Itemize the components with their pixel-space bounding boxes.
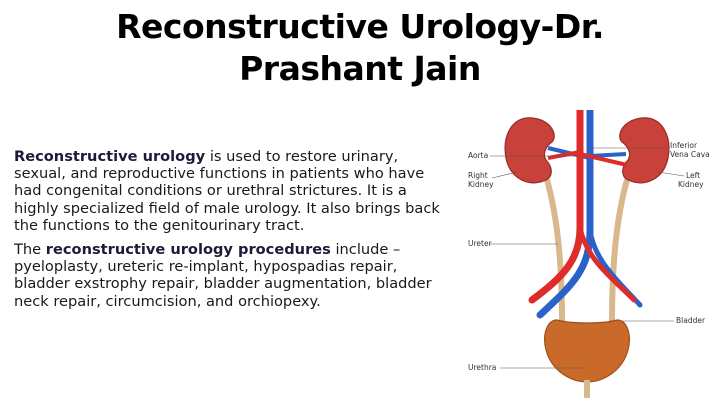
left-renal-artery	[579, 152, 628, 167]
body-text: Reconstructive urology is used to restor…	[14, 148, 454, 317]
left-kidney-leader	[657, 171, 685, 177]
paragraph-1: Reconstructive urology is used to restor…	[14, 148, 454, 234]
label-bladder: Bladder	[676, 316, 706, 325]
paragraph-2-lead: The	[14, 241, 46, 259]
page-title: Reconstructive Urology-Dr. Prashant Jain	[0, 6, 720, 90]
bladder	[544, 319, 630, 383]
paragraph-1-bold: Reconstructive urology	[14, 148, 206, 165]
label-ivc-1: Inferior	[670, 141, 698, 150]
right-kidney	[504, 117, 555, 184]
paragraph-2-text: include – pyeloplasty, ureteric re-impla…	[14, 241, 432, 310]
left-ureter	[609, 167, 633, 325]
label-ureter: Ureter	[468, 239, 493, 248]
label-right-kidney-2: Kidney	[468, 180, 494, 189]
label-left-kidney-2: Kidney	[678, 180, 704, 189]
paragraph-2-bold: reconstructive urology procedures	[45, 241, 331, 259]
label-right-kidney-1: Right	[468, 171, 488, 180]
paragraph-1-text: is used to restore urinary, sexual, and …	[14, 148, 440, 234]
urinary-system-illustration: Aorta Right Kidney Ureter Urethra Inferi…	[462, 110, 712, 400]
right-ureter	[541, 167, 565, 325]
label-ivc-2: Vena Cava	[670, 150, 710, 159]
right-kidney-leader	[491, 171, 518, 179]
urinary-system-svg: Aorta Right Kidney Ureter Urethra Inferi…	[468, 110, 710, 398]
urethra	[584, 380, 590, 398]
right-renal-artery	[547, 150, 581, 160]
title-line-1: Reconstructive Urology-Dr.	[116, 7, 604, 46]
label-aorta: Aorta	[468, 151, 488, 160]
left-kidney	[619, 117, 670, 184]
left-renal-vein	[589, 152, 627, 158]
iliac-artery	[577, 225, 637, 303]
paragraph-2: The reconstructive urology procedures in…	[14, 241, 454, 310]
label-urethra: Urethra	[468, 363, 496, 372]
label-left-kidney-1: Left	[686, 171, 700, 180]
title-line-2: Prashant Jain	[239, 49, 481, 88]
